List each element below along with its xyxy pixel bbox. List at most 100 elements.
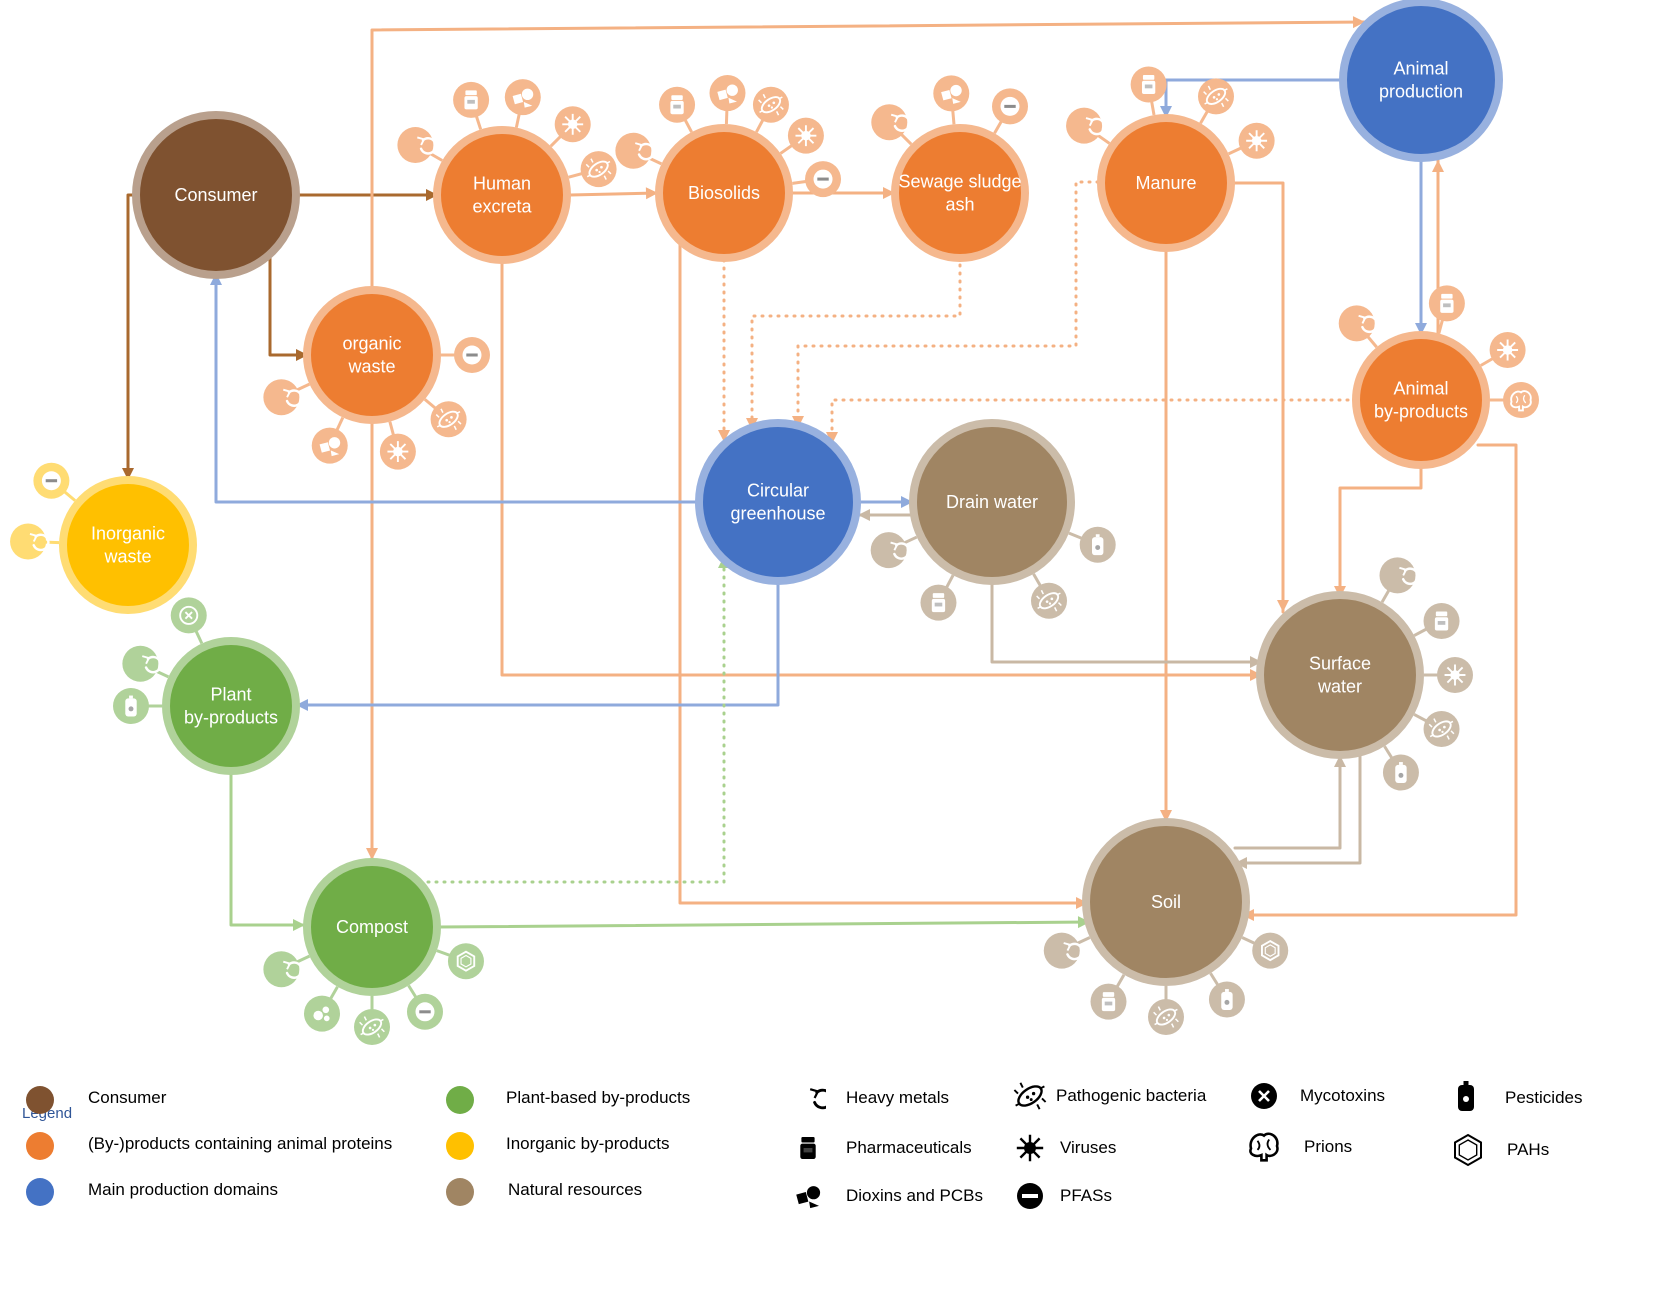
legend-dot-main-production <box>26 1178 54 1206</box>
prion-icon <box>1249 1132 1279 1162</box>
legend-dot-consumer <box>26 1086 54 1114</box>
edge-plant-byproducts-to-compost <box>229 770 307 931</box>
pharmaceuticals-icon <box>800 1137 816 1159</box>
edge-human-excreta-to-surface-water <box>500 258 1264 681</box>
ph-badge-icon <box>1413 603 1460 640</box>
bac-badge-icon <box>568 151 617 188</box>
dioxins-icon <box>796 1186 821 1209</box>
myc-badge-icon <box>170 597 207 645</box>
pest-badge-icon <box>1208 972 1245 1018</box>
pr-badge-icon <box>1490 382 1539 418</box>
virus-icon <box>1015 1133 1045 1163</box>
pah-badge-icon <box>1241 932 1289 969</box>
bac-badge-icon <box>1413 710 1460 747</box>
legend-dot-natural <box>446 1178 474 1206</box>
legend-label-mycotoxins: Mycotoxins <box>1300 1086 1386 1105</box>
hm-badge-icon <box>1379 557 1420 604</box>
legend-dot-inorganic <box>446 1132 474 1160</box>
edge-organic-waste-to-animal-production <box>370 16 1367 292</box>
ph-badge-icon <box>1130 66 1167 116</box>
dx-badge-icon <box>504 79 541 128</box>
node-consumer: Consumer <box>132 111 300 279</box>
node-label-biosolids: Biosolids <box>688 183 760 203</box>
legend-label-dioxins: Dioxins and PCBs <box>846 1186 984 1205</box>
legend-label-consumer: Consumer <box>88 1088 167 1107</box>
hm-badge-icon <box>263 951 311 988</box>
ph-badge-icon <box>659 86 696 133</box>
hm-badge-icon <box>615 132 663 169</box>
ph-badge-icon <box>1090 973 1127 1020</box>
legend-label-plant: Plant-based by-products <box>506 1088 691 1107</box>
legend-label-inorganic: Inorganic by-products <box>506 1134 670 1153</box>
node-compost: Compost <box>263 858 484 1045</box>
legend-label-animal-proteins: (By-)products containing animal proteins <box>88 1134 393 1153</box>
edge-animal-production-to-animal-byproducts <box>1415 156 1427 337</box>
hm-badge-icon <box>1066 107 1111 145</box>
edge-consumer-to-inorganic-waste <box>122 193 140 482</box>
node-label-soil: Soil <box>1151 892 1181 912</box>
dx-badge-icon <box>709 75 746 125</box>
node-drain-water: Drain water <box>870 419 1116 621</box>
edge-organic-waste-to-compost <box>366 418 378 862</box>
legend-label-bacteria: Pathogenic bacteria <box>1056 1086 1207 1105</box>
hm-badge-icon <box>263 379 311 416</box>
node-label-manure: Manure <box>1135 173 1196 193</box>
ph-badge-icon <box>1428 285 1465 334</box>
vir-badge-icon <box>779 117 824 155</box>
edge-drain-water-to-surface-water <box>990 578 1264 668</box>
mycotoxin-icon <box>1251 1083 1277 1109</box>
ph-badge-icon <box>453 81 490 130</box>
edge-consumer-to-organic-waste <box>268 253 310 361</box>
bac-badge-icon <box>752 86 789 133</box>
bac-badge-icon <box>1031 573 1067 619</box>
node-soil: Soil <box>1043 818 1289 1035</box>
legend-label-natural: Natural resources <box>508 1180 643 1199</box>
edge-human-excreta-to-biosolids <box>568 187 660 200</box>
edge-manure-to-soil <box>1160 248 1172 824</box>
bacteria-icon <box>1013 1081 1047 1111</box>
pest-badge-icon <box>113 688 162 724</box>
hm-badge-icon <box>871 104 913 146</box>
legend-label-prions: Prions <box>1304 1137 1353 1156</box>
vir-badge-icon <box>1227 122 1275 159</box>
pah-badge-icon <box>436 943 484 980</box>
legend-label-viruses: Viruses <box>1060 1138 1117 1157</box>
edge-drain-water-to-greenhouse <box>856 509 915 521</box>
edge-surface-water-to-soil <box>1233 750 1362 869</box>
vir-badge-icon <box>379 421 416 470</box>
pf-badge-icon <box>792 161 842 198</box>
hm-badge-icon <box>870 532 918 569</box>
cells-badge-icon <box>304 986 340 1032</box>
edge-greenhouse-to-drain-water <box>856 496 915 508</box>
edge-biosolids-to-greenhouse <box>718 258 730 444</box>
legend-label-pahs: PAHs <box>1507 1140 1550 1159</box>
pf-badge-icon <box>441 337 490 373</box>
dx-badge-icon <box>311 416 348 464</box>
edge-soil-to-surface-water <box>1233 753 1346 850</box>
pest-badge-icon <box>1068 526 1116 563</box>
ph-badge-icon <box>920 574 957 621</box>
edge-consumer-to-human-excreta <box>296 189 440 201</box>
legend-label-pesticides: Pesticides <box>1505 1088 1583 1107</box>
hm-badge-icon <box>10 523 60 560</box>
pest-badge-icon <box>1382 745 1419 791</box>
hm-badge-icon <box>1338 305 1379 349</box>
edge-compost-to-greenhouse <box>426 554 730 884</box>
edge-greenhouse-to-plant-byproducts <box>294 578 780 711</box>
vir-badge-icon <box>549 106 591 148</box>
